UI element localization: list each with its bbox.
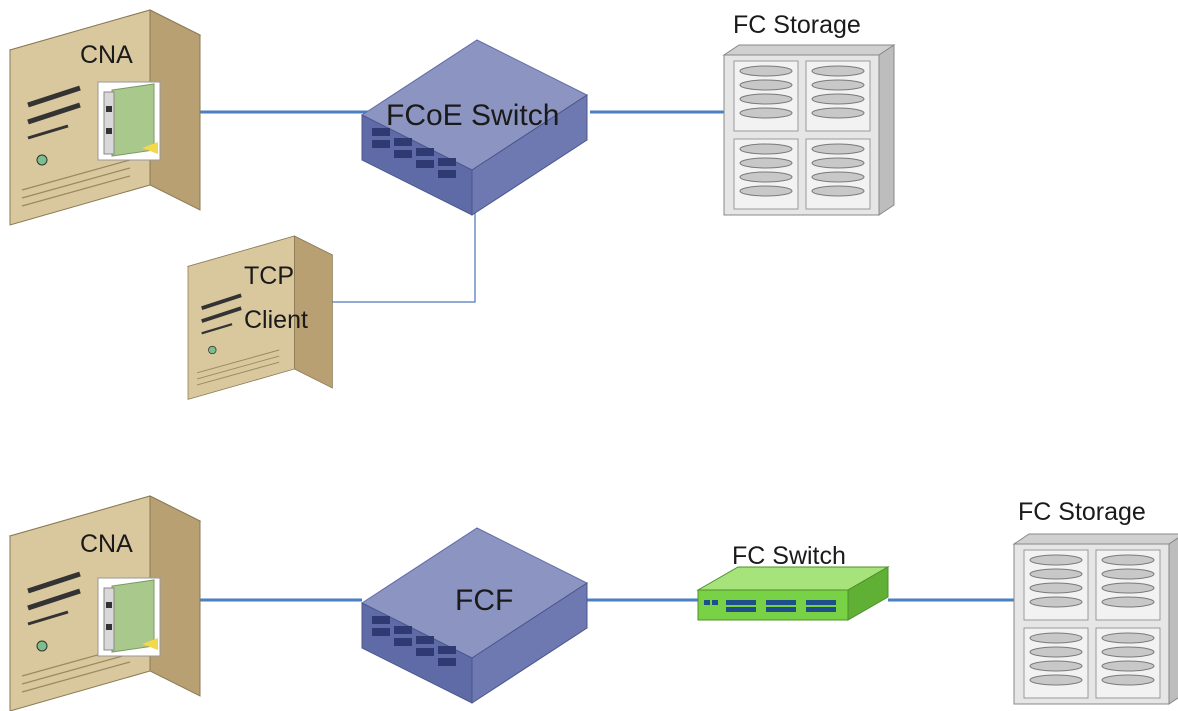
- fc-storage-label-top: FC Storage: [733, 11, 861, 39]
- link-fcoe-switch-to-tcp-client: [332, 212, 476, 303]
- fcf-label: FCF: [455, 584, 513, 617]
- fc-switch-label: FC Switch: [732, 542, 846, 570]
- fc-switch-icon: [696, 566, 890, 621]
- tcp-client-label-line2: Client: [244, 306, 308, 334]
- fc-storage-label-bottom: FC Storage: [1018, 498, 1146, 526]
- cna-label-bottom: CNA: [80, 530, 133, 558]
- fc-storage-bottom-icon: [1013, 533, 1178, 705]
- cna-label-top: CNA: [80, 41, 133, 69]
- cna-card-top-icon: [97, 81, 161, 161]
- fc-storage-top-icon: [723, 44, 895, 216]
- fcoe-switch-label: FCoE Switch: [386, 99, 559, 132]
- cna-card-bottom-icon: [97, 577, 161, 657]
- tcp-client-label-line1: TCP: [244, 262, 294, 290]
